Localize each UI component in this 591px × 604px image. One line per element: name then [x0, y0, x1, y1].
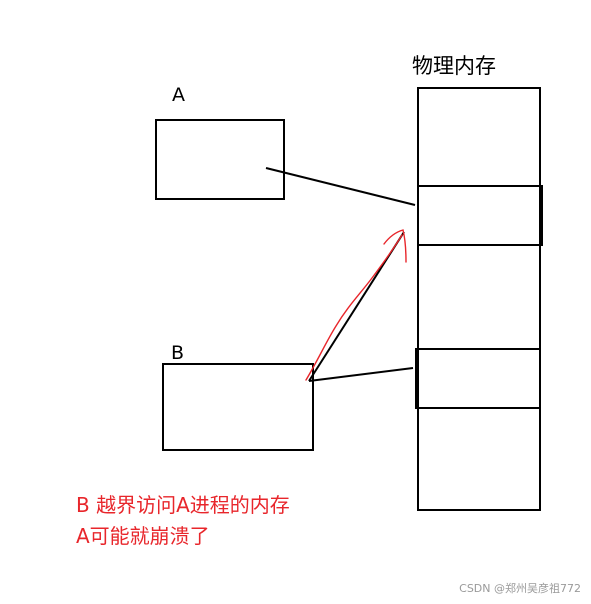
out-of-bounds-arrow [305, 234, 403, 381]
annotation-line-1: B 越界访问A进程的内存 [76, 493, 290, 517]
memory-block-b [415, 348, 541, 409]
annotation-line-2: A可能就崩溃了 [76, 524, 210, 548]
physical-memory-column [417, 87, 541, 511]
process-b-box [162, 363, 314, 451]
memory-block-a [417, 185, 543, 246]
watermark: CSDN @郑州吴彦祖772 [459, 582, 581, 595]
physical-memory-label: 物理内存 [412, 54, 496, 78]
process-a-box [155, 119, 285, 200]
mapping-line-a [265, 167, 416, 206]
mapping-line-b [308, 367, 414, 382]
process-b-label: B [171, 342, 185, 364]
process-a-label: A [172, 84, 185, 106]
out-of-bounds-arrow-head [383, 229, 407, 263]
